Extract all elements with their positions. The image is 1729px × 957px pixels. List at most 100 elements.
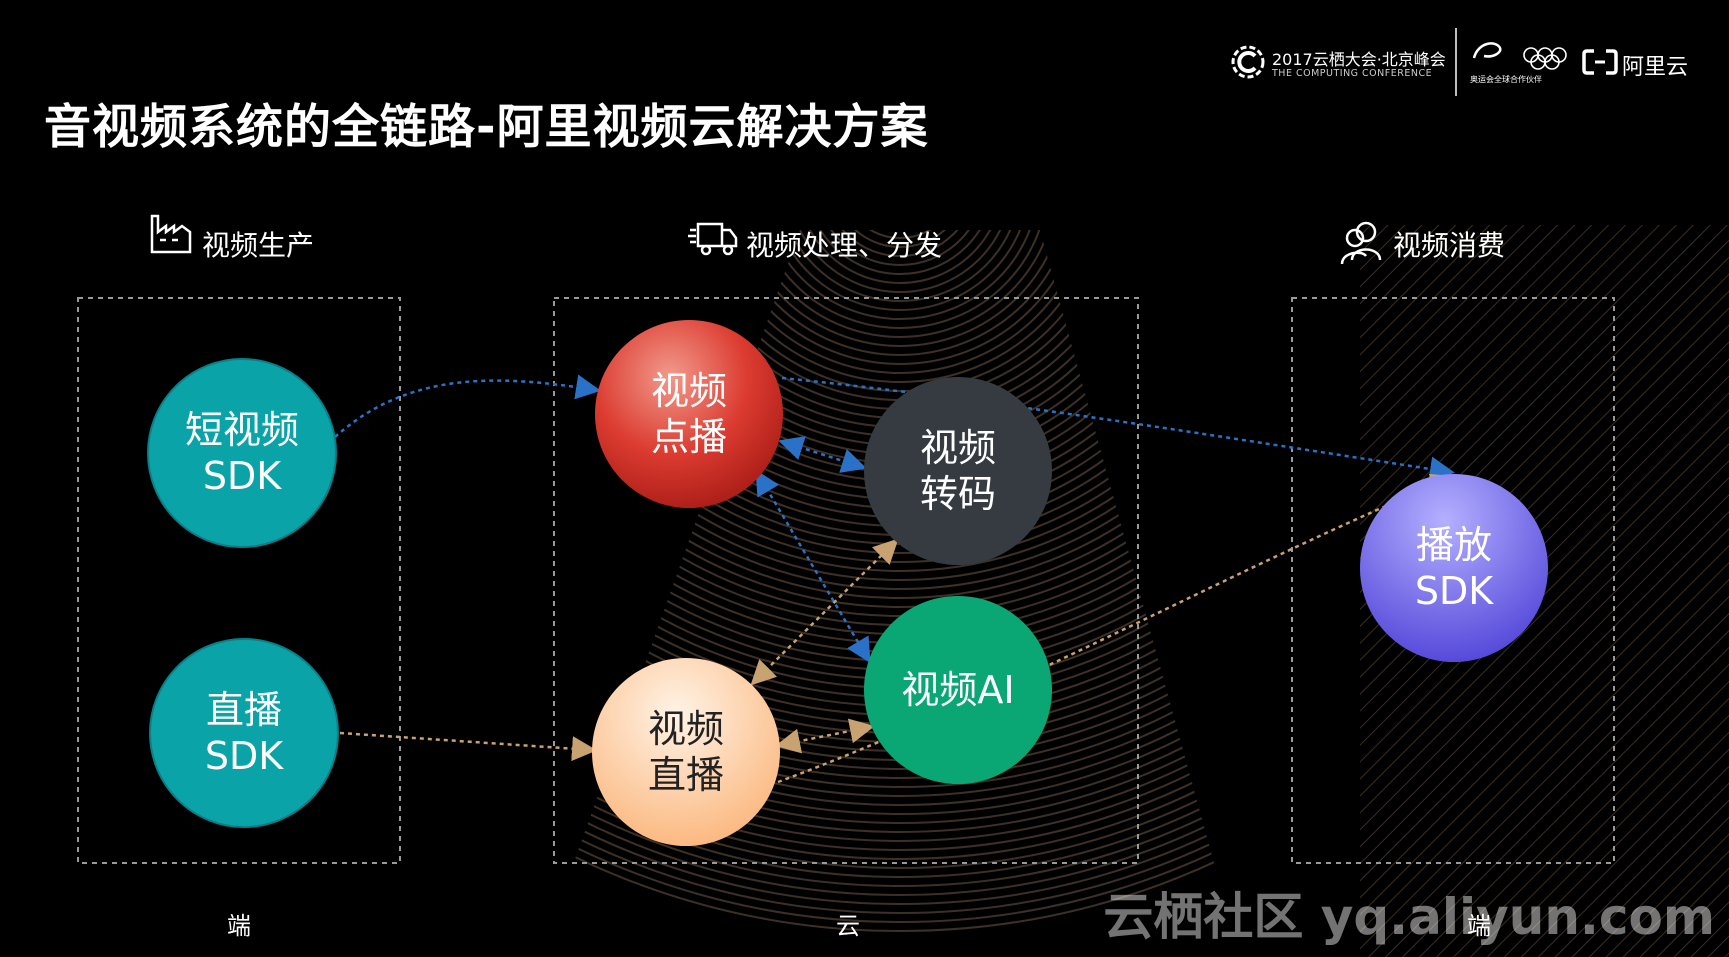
arc-line [787, 230, 1013, 293]
node-player-sdk: 播放 SDK [1360, 474, 1548, 662]
arc-line [823, 230, 977, 257]
node-player-line2: SDK [1414, 569, 1494, 613]
arc-line [751, 230, 1049, 329]
node-live-line2: 直播 [647, 753, 724, 797]
node-video-transcode: 视频 转码 [864, 377, 1052, 565]
node-short-video-line2: SDK [202, 454, 282, 498]
node-short-video-circle [147, 358, 337, 548]
section-label-processing: 视频处理、分发 [746, 229, 943, 262]
node-live-line1: 视频 [647, 707, 724, 751]
arc-line [540, 230, 1240, 833]
arrow-live-transcode [750, 538, 899, 686]
arc-line [715, 230, 1085, 365]
arc-line [540, 230, 1240, 815]
arc-line [688, 230, 1112, 392]
footer-label-client-right: 端 [1467, 912, 1491, 940]
arc-line [814, 230, 986, 266]
consumption-box [1291, 297, 1615, 864]
arc-line [540, 230, 1240, 923]
arc-line [540, 230, 1240, 599]
node-ai-line1: 视频AI [901, 668, 1015, 712]
arc-line [697, 230, 1103, 383]
arc-line [540, 230, 1240, 572]
node-short-video-line1: 短视频 [184, 408, 299, 452]
arc-line [540, 230, 1240, 905]
arc-line [540, 230, 1240, 851]
arc-line [540, 230, 1240, 842]
footer-label-client-left: 端 [227, 912, 251, 940]
node-vod-line1: 视频 [650, 369, 727, 413]
olympic-rings-icon [1523, 47, 1567, 70]
node-live-sdk-line1: 直播 [205, 688, 282, 732]
node-short-video-sdk: 短视频 SDK [148, 359, 336, 547]
arrow-shortvideo-to-vod [334, 374, 601, 438]
arc-line [540, 230, 1240, 887]
page-title: 音视频系统的全链路-阿里视频云解决方案 [44, 100, 929, 155]
factory-icon [150, 214, 192, 254]
production-box [77, 297, 401, 864]
arrow-vod-transcode [778, 436, 867, 473]
watermark: 云栖社区 yq.aliyun.com [1103, 888, 1715, 946]
node-transcode-circle [864, 377, 1052, 565]
arc-line [540, 230, 1240, 797]
node-live-sdk: 直播 SDK [150, 639, 338, 827]
footer-label-cloud: 云 [836, 912, 860, 940]
conference-subtitle: THE COMPUTING CONFERENCE [1272, 68, 1433, 79]
arc-line [540, 230, 1240, 554]
arc-line [540, 230, 1240, 878]
arrow-live-to-player [777, 473, 1457, 784]
arc-line [778, 230, 1022, 302]
arc-line [540, 230, 1240, 896]
node-transcode-line2: 转码 [919, 472, 996, 516]
node-live-sdk-line2: SDK [204, 734, 284, 778]
arc-line [769, 230, 1031, 311]
arc-line [796, 230, 1004, 284]
arc-line [841, 230, 959, 239]
arc-line [540, 230, 1240, 617]
node-video-live: 视频 直播 [592, 658, 780, 846]
arc-line [733, 230, 1067, 347]
arc-line [805, 230, 995, 275]
arc-line [540, 230, 1240, 932]
arc-line [540, 230, 1240, 779]
conference-logo-icon [1231, 45, 1265, 79]
node-player-line1: 播放 [1415, 523, 1492, 567]
aliyun-logo-icon [1582, 49, 1618, 75]
arc-line [742, 230, 1058, 338]
users-icon [1340, 221, 1382, 265]
arc-line [540, 230, 1240, 788]
arc-line [540, 230, 1240, 770]
arc-line [832, 230, 968, 248]
brand-name: 阿里云 [1622, 55, 1689, 80]
node-transcode-line1: 视频 [919, 426, 996, 470]
node-video-vod: 视频 点播 [595, 320, 783, 508]
section-label-consumption: 视频消费 [1393, 229, 1506, 262]
partner-caption: 奥运会全球合作伙伴 [1470, 75, 1542, 84]
arc-line [540, 230, 1240, 914]
node-live-sdk-circle [149, 638, 339, 828]
arc-line [540, 230, 1240, 590]
arc-line [540, 230, 1240, 860]
node-vod-line2: 点播 [650, 415, 727, 459]
arrow-vod-to-player [781, 376, 1455, 482]
arc-line [724, 230, 1076, 356]
node-video-ai: 视频AI [864, 596, 1052, 784]
arc-line [540, 230, 1240, 824]
arrow-livesdk-to-live [339, 731, 597, 762]
node-vod-circle [595, 320, 783, 508]
node-live-circle [592, 658, 780, 846]
conference-title: 2017云栖大会·北京峰会 [1272, 50, 1446, 69]
processing-box [553, 297, 1139, 864]
arc-line [540, 230, 1240, 806]
node-ai-circle [864, 596, 1052, 784]
alibaba-group-icon [1472, 42, 1502, 59]
section-label-production: 视频生产 [202, 229, 315, 262]
arc-line [540, 230, 1240, 581]
arc-line [706, 230, 1094, 374]
delivery-truck-icon [688, 222, 738, 256]
arc-line [760, 230, 1040, 320]
arc-line [540, 230, 1240, 563]
arc-line [540, 230, 1240, 869]
node-player-circle [1360, 474, 1548, 662]
